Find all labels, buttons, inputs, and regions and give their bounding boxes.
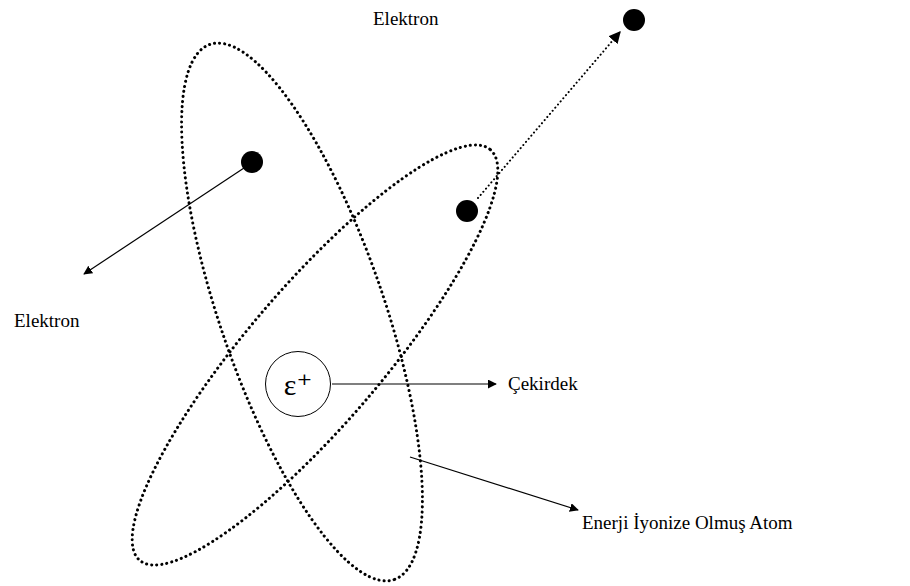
electron xyxy=(623,9,645,31)
leader-arrow xyxy=(84,168,244,274)
nucleus-symbol: ε⁺ xyxy=(284,367,312,402)
electron xyxy=(241,151,263,173)
ejection-arrow xyxy=(478,32,620,198)
electron xyxy=(456,200,478,222)
electron-label: Elektron xyxy=(14,310,79,333)
orbit xyxy=(88,106,542,586)
orbit xyxy=(132,18,471,586)
leader-arrow xyxy=(332,383,496,384)
nucleus-circle: ε⁺ xyxy=(265,351,331,417)
atom-label: Enerji İyonize Olmuş Atom xyxy=(582,512,793,535)
leader-arrow xyxy=(410,457,578,510)
nucleus-label: Çekirdek xyxy=(508,373,578,396)
electron-label: Elektron xyxy=(373,8,438,31)
